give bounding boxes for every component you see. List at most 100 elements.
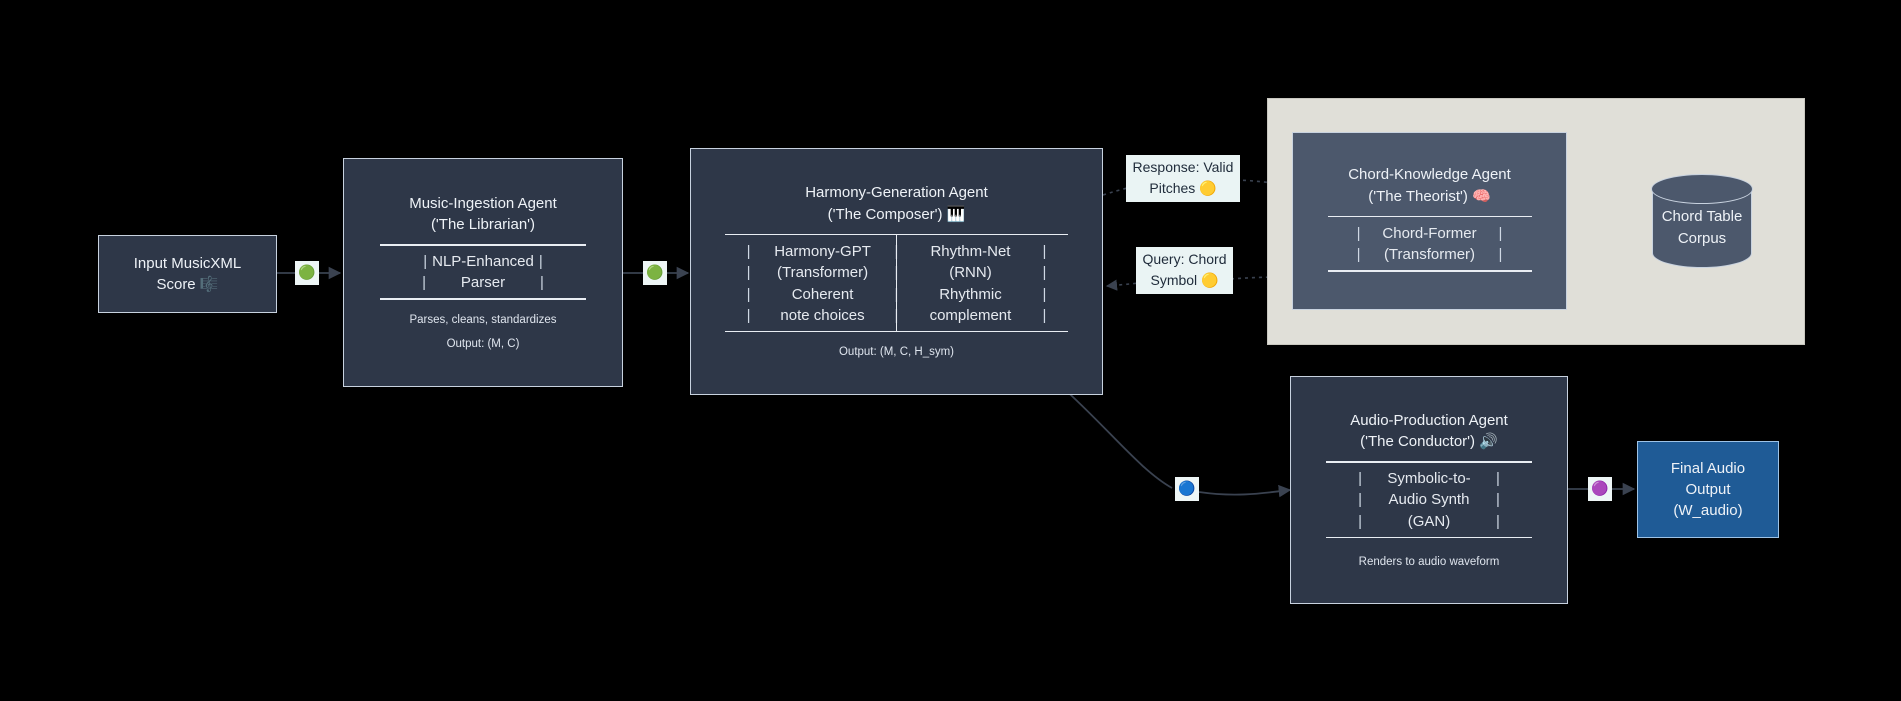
harmony-subtitle: ('The Composer') 🎹	[828, 204, 966, 225]
ingestion-subtitle: ('The Librarian')	[430, 215, 536, 233]
cell-bar: |	[1358, 491, 1362, 509]
table-row: | Coherent | Rhythmic |	[725, 284, 1068, 305]
input-line1: Input MusicXML	[133, 254, 242, 272]
table-row: | note choices | complement |	[725, 305, 1068, 326]
ingestion-cell-0-0: NLP-Enhanced	[432, 253, 534, 271]
blue-circle-emoji: 🔵	[1178, 481, 1196, 497]
cylinder-top-ellipse	[1651, 174, 1753, 205]
chord-cell-0-0: Chord-Former	[1382, 225, 1477, 242]
node-harmony-generation-agent[interactable]: Harmony-Generation Agent ('The Composer'…	[690, 148, 1103, 395]
harmony-cell-0-0: Harmony-GPT	[774, 243, 871, 261]
chord-knowledge-capability-table: | Chord-Former | | (Transformer) |	[1327, 216, 1532, 272]
cell-bar: |	[540, 274, 544, 292]
harmony-cell-1-0: (Transformer)	[776, 264, 869, 282]
ingestion-foot1: Parses, cleans, standardizes	[409, 313, 557, 326]
cell-bar: |	[423, 253, 428, 271]
cell-bar: |	[422, 274, 426, 292]
harmony-cell-1-1: (RNN)	[949, 264, 992, 282]
table-column-divider	[896, 234, 898, 333]
musical-score-emoji: 🎼	[199, 275, 219, 293]
node-final-audio-output[interactable]: Final Audio Output (W_audio)	[1637, 441, 1779, 538]
ingestion-capability-table: | NLP-Enhanced | | Parser |	[380, 244, 586, 300]
harmony-foot1: Output: (M, C, H_sym)	[838, 346, 955, 359]
cell-bar: |	[1496, 470, 1500, 488]
response-line1: Response: Valid	[1132, 159, 1234, 175]
audio-capability-table: | Symbolic-to- | | Audio Synth | | (GAN)…	[1326, 461, 1532, 538]
audio-subtitle-text: ('The Conductor')	[1360, 432, 1476, 450]
musical-keyboard-emoji: 🎹	[946, 204, 966, 223]
edge-label-input-to-ingestion: 🟢	[295, 261, 319, 285]
audio-cell-2-0: (GAN)	[1407, 512, 1451, 530]
table-row: | Symbolic-to- |	[1326, 468, 1532, 489]
edge-label-harmony-to-audio: 🔵	[1175, 477, 1199, 501]
audio-foot1: Renders to audio waveform	[1358, 556, 1500, 569]
table-row: | (Transformer) |	[1328, 244, 1532, 265]
cell-bar: |	[1042, 285, 1047, 303]
cell-bar: |	[1356, 225, 1361, 242]
edge-label-response-valid-pitches: Response: Valid Pitches 🟡	[1126, 155, 1240, 202]
response-line2: Pitches 🟡	[1131, 178, 1235, 200]
cell-bar: |	[1498, 225, 1503, 242]
cell-bar: |	[1358, 470, 1362, 488]
node-chord-table-corpus[interactable]: Chord Table Corpus	[1651, 174, 1753, 268]
audio-subtitle: ('The Conductor') 🔊	[1360, 431, 1498, 452]
brain-emoji: 🧠	[1472, 186, 1491, 205]
cell-bar: |	[1496, 491, 1500, 509]
cell-bar: |	[746, 306, 751, 324]
query-line2: Symbol 🟡	[1141, 270, 1228, 292]
ingestion-cell-1-0: Parser	[460, 274, 506, 292]
table-row: | NLP-Enhanced |	[380, 251, 586, 272]
cell-bar: |	[746, 285, 751, 303]
final-line2: Output	[1685, 480, 1731, 498]
cell-bar: |	[1042, 243, 1047, 261]
harmony-title: Harmony-Generation Agent	[805, 184, 988, 202]
harmony-cell-3-1: complement	[929, 306, 1012, 324]
speaker-emoji: 🔊	[1479, 431, 1498, 450]
harmony-cell-2-0: Coherent	[791, 285, 854, 303]
green-circle-emoji: 🟢	[646, 265, 664, 281]
edge-label-audio-to-final: 🟣	[1588, 477, 1612, 501]
corpus-line1: Chord Table	[1661, 207, 1743, 225]
audio-cell-1-0: Audio Synth	[1388, 491, 1470, 509]
ingestion-title: Music-Ingestion Agent	[409, 194, 557, 212]
cell-bar: |	[746, 243, 751, 261]
cell-bar: |	[1042, 306, 1047, 324]
cell-bar: |	[1356, 246, 1361, 264]
table-row: | Harmony-GPT | Rhythm-Net |	[725, 241, 1068, 262]
green-circle-emoji: 🟢	[298, 265, 316, 281]
input-line2-text: Score	[156, 276, 196, 293]
edge-label-query-chord-symbol: Query: Chord Symbol 🟡	[1136, 247, 1233, 294]
cell-bar: |	[1498, 246, 1503, 264]
final-line1: Final Audio	[1670, 459, 1746, 477]
cell-bar: |	[1042, 264, 1047, 282]
edge-label-ingestion-to-harmony: 🟢	[643, 261, 667, 285]
table-row: | (Transformer) | (RNN) |	[725, 262, 1068, 283]
query-line2-text: Symbol	[1150, 272, 1198, 288]
node-audio-production-agent[interactable]: Audio-Production Agent ('The Conductor')…	[1290, 376, 1568, 604]
table-row: | Chord-Former |	[1328, 223, 1532, 244]
table-row: | Audio Synth |	[1326, 489, 1532, 510]
cell-bar: |	[746, 264, 751, 282]
chord-knowledge-subtitle: ('The Theorist') 🧠	[1368, 186, 1491, 207]
harmony-cell-0-1: Rhythm-Net	[930, 243, 1011, 261]
audio-title: Audio-Production Agent	[1350, 411, 1508, 429]
cell-bar: |	[1358, 512, 1362, 530]
chord-cell-1-0: (Transformer)	[1383, 246, 1476, 264]
final-line3: (W_audio)	[1673, 502, 1743, 520]
cell-bar: |	[1496, 512, 1500, 530]
purple-circle-emoji: 🟣	[1591, 481, 1609, 497]
response-line2-text: Pitches	[1149, 180, 1196, 196]
yellow-circle-emoji: 🟡	[1201, 273, 1219, 289]
cell-bar: |	[538, 253, 543, 271]
harmony-capability-table: | Harmony-GPT | Rhythm-Net | | (Transfor…	[725, 234, 1068, 333]
node-music-ingestion-agent[interactable]: Music-Ingestion Agent ('The Librarian') …	[343, 158, 623, 387]
corpus-line2: Corpus	[1677, 229, 1727, 247]
node-chord-knowledge-agent[interactable]: Chord-Knowledge Agent ('The Theorist') 🧠…	[1292, 132, 1567, 310]
table-row: | (GAN) |	[1326, 511, 1532, 532]
query-line1: Query: Chord	[1142, 251, 1227, 267]
harmony-cell-2-1: Rhythmic	[939, 285, 1002, 303]
input-line2: Score 🎼	[156, 274, 218, 295]
node-input-musicxml[interactable]: Input MusicXML Score 🎼	[98, 235, 277, 313]
chord-knowledge-title: Chord-Knowledge Agent	[1348, 166, 1511, 184]
